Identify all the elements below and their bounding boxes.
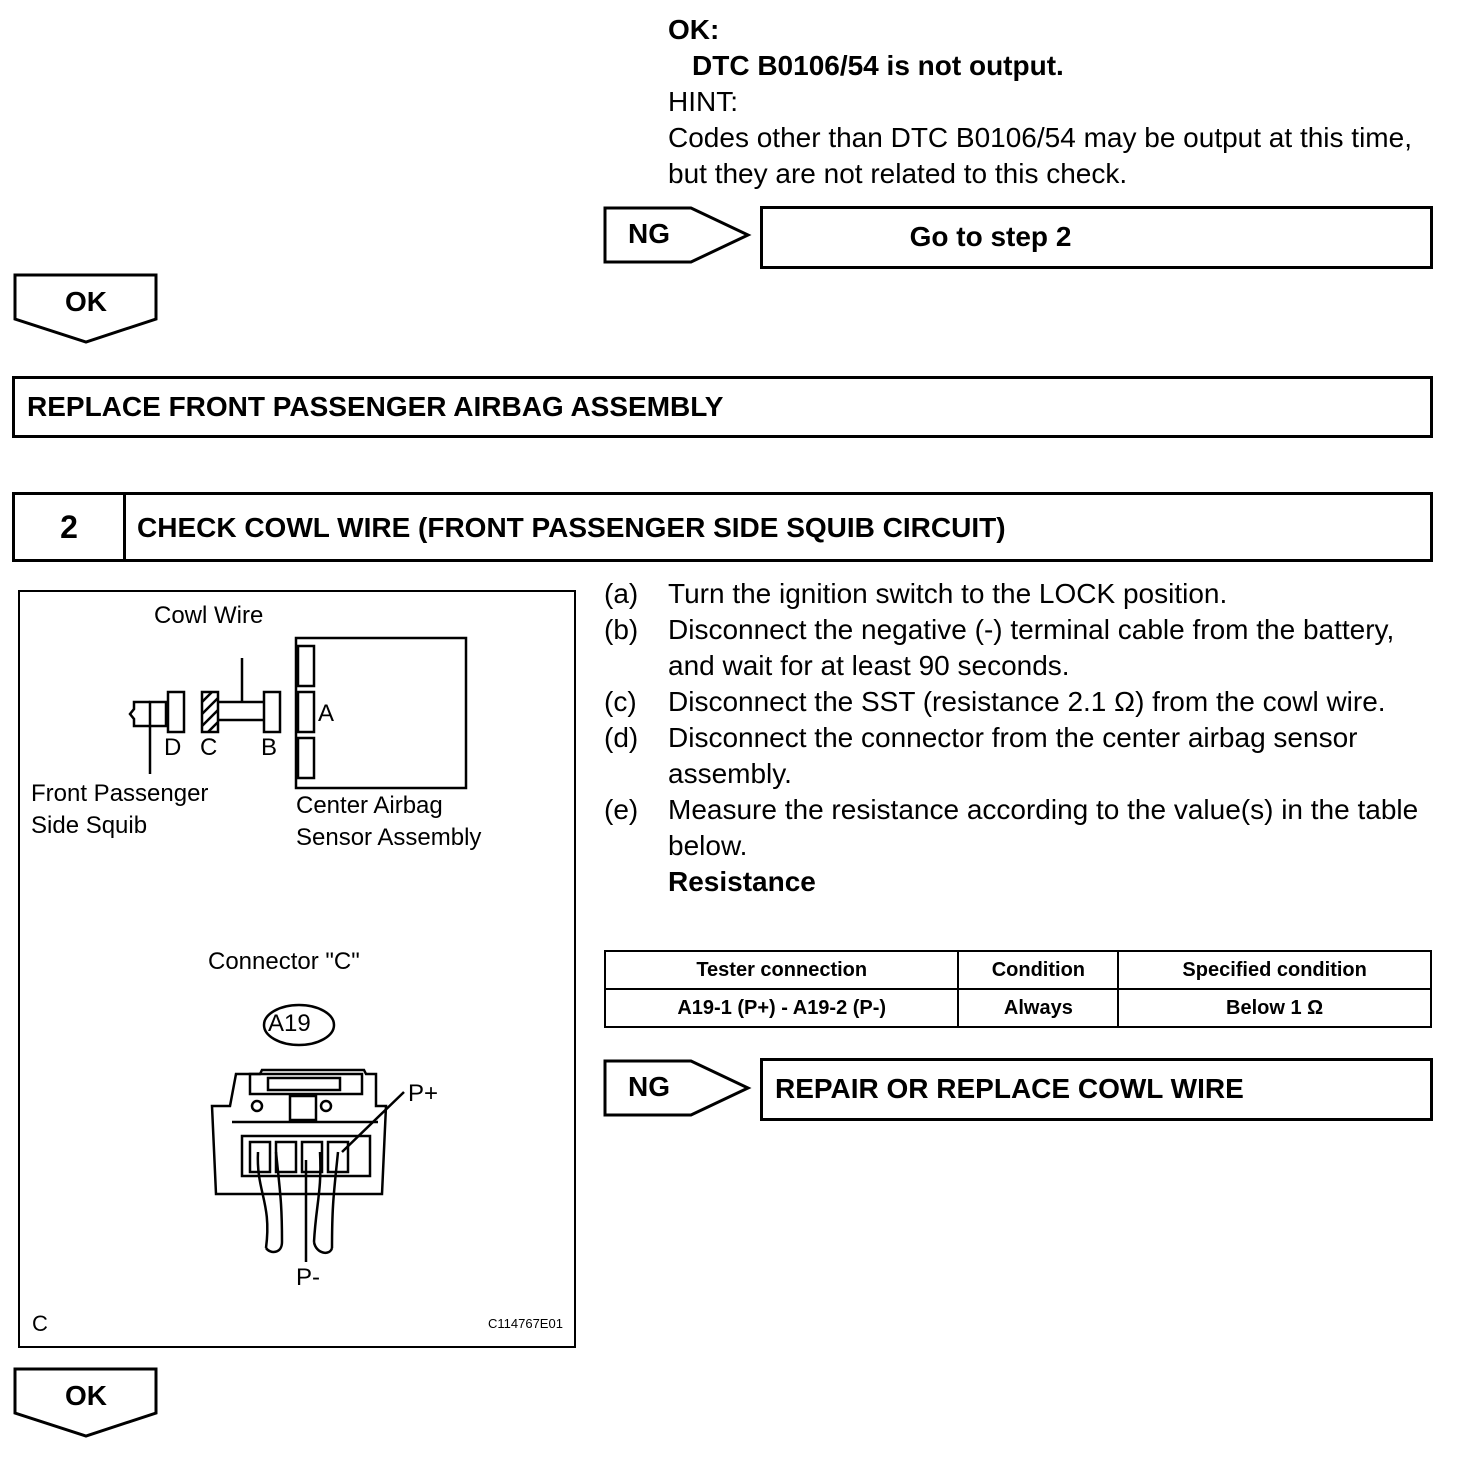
label-p-plus: P+ [408, 1080, 439, 1107]
label-sensor-2: Sensor Assembly [296, 824, 482, 851]
step2-divider [123, 495, 126, 559]
step2-number: 2 [60, 509, 78, 545]
step-a: (a)Turn the ignition switch to the LOCK … [604, 578, 1228, 609]
label-cowl-wire: Cowl Wire [154, 602, 264, 629]
step-e: (e)Measure the resistance according to t… [604, 794, 1419, 861]
hint-label: HINT: [668, 86, 738, 117]
connector-c [200, 690, 220, 734]
diagram-drawing [128, 636, 468, 1262]
ok-arrow-1 [13, 273, 158, 344]
figure-id: C114767E01 [488, 1316, 563, 1331]
step-d: (d)Disconnect the connector from the cen… [604, 722, 1358, 789]
ng-action-box-2: REPAIR OR REPLACE COWL WIRE [760, 1058, 1433, 1121]
table-cell: Below 1 Ω [1117, 988, 1432, 1028]
hint-text: Codes other than DTC B0106/54 may be out… [668, 122, 1412, 189]
resistance-table: Tester connection Condition Specified co… [603, 950, 1432, 1028]
label-b: B [261, 734, 278, 761]
connector-housing [210, 1068, 388, 1196]
procedure-list: (a)Turn the ignition switch to the LOCK … [604, 576, 1444, 900]
ng-action-2: REPAIR OR REPLACE COWL WIRE [775, 1073, 1244, 1104]
sensor-assembly [294, 636, 468, 790]
ok-heading: OK: [668, 14, 720, 45]
label-p-minus: P- [296, 1264, 320, 1291]
table-header-row: Tester connection Condition Specified co… [603, 950, 1432, 990]
step-b: (b)Disconnect the negative (-) terminal … [604, 614, 1395, 681]
ng-tag-1-label: NG [628, 218, 670, 249]
label-a: A [318, 700, 335, 727]
connector-b [262, 690, 282, 734]
label-sensor-1: Center Airbag [296, 792, 443, 819]
ok-arrow-2 [13, 1367, 158, 1438]
a19-oval [262, 1003, 336, 1047]
table-header: Condition [957, 950, 1120, 990]
label-squib-2: Side Squib [31, 812, 148, 839]
connector-d [166, 690, 186, 734]
ok-arrow-2-label: OK [65, 1380, 107, 1411]
label-d: D [164, 734, 182, 761]
table-header: Specified condition [1117, 950, 1432, 990]
wiring-diagram: Cowl Wire D C B A Front Passenger Side S… [18, 590, 576, 1348]
ng-action-1: Go to step 2 [909, 221, 1072, 252]
label-a19: A19 [268, 1010, 311, 1037]
ng-tag-2-label: NG [628, 1071, 670, 1102]
ok-result: DTC B0106/54 is not output. [692, 50, 1064, 81]
pin-plus-leader [341, 1091, 405, 1153]
ng-tag-2 [603, 1059, 752, 1117]
table-cell: A19-1 (P+) - A19-2 (P-) [603, 988, 960, 1028]
replace-text: REPLACE FRONT PASSENGER AIRBAG ASSEMBLY [27, 391, 724, 422]
table-cell: Always [957, 988, 1120, 1028]
squib-plug [128, 700, 150, 728]
label-connector: Connector "C" [208, 948, 360, 975]
connector-a [296, 690, 316, 734]
table-row: A19-1 (P+) - A19-2 (P-) Always Below 1 Ω [603, 988, 1432, 1028]
step-c: (c)Disconnect the SST (resistance 2.1 Ω)… [604, 686, 1386, 717]
step2-title: CHECK COWL WIRE (FRONT PASSENGER SIDE SQ… [137, 512, 1006, 543]
resistance-title: Resistance [668, 866, 816, 897]
table-header: Tester connection [603, 950, 960, 990]
label-corner: C [32, 1311, 48, 1336]
step2-header: 2 CHECK COWL WIRE (FRONT PASSENGER SIDE … [12, 492, 1433, 562]
ng-action-box-1: Go to step 2 [760, 206, 1433, 269]
ok-arrow-1-label: OK [65, 286, 107, 317]
ng-tag-1 [603, 206, 752, 264]
label-squib-1: Front Passenger [31, 780, 209, 807]
label-c: C [200, 734, 218, 761]
replace-box: REPLACE FRONT PASSENGER AIRBAG ASSEMBLY [12, 376, 1433, 438]
